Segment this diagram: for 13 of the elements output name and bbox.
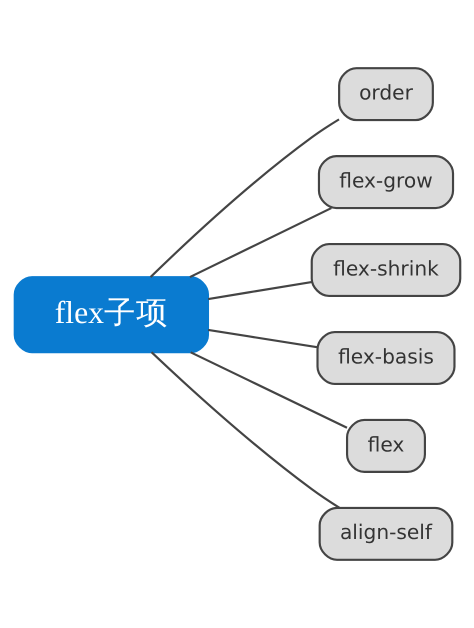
node-box: flex-basis <box>316 330 456 385</box>
node-box: flex-grow <box>317 155 454 210</box>
node-box: flex <box>345 418 426 473</box>
connector <box>208 328 317 348</box>
connector <box>150 351 340 509</box>
node-box: flex子项 <box>13 276 209 354</box>
connector <box>190 351 347 429</box>
node-box: order <box>338 67 434 122</box>
node-box: align-self <box>318 506 453 561</box>
node-box: flex-shrink <box>310 243 461 298</box>
connector <box>149 118 340 278</box>
connector <box>208 280 312 300</box>
connector <box>188 207 332 278</box>
